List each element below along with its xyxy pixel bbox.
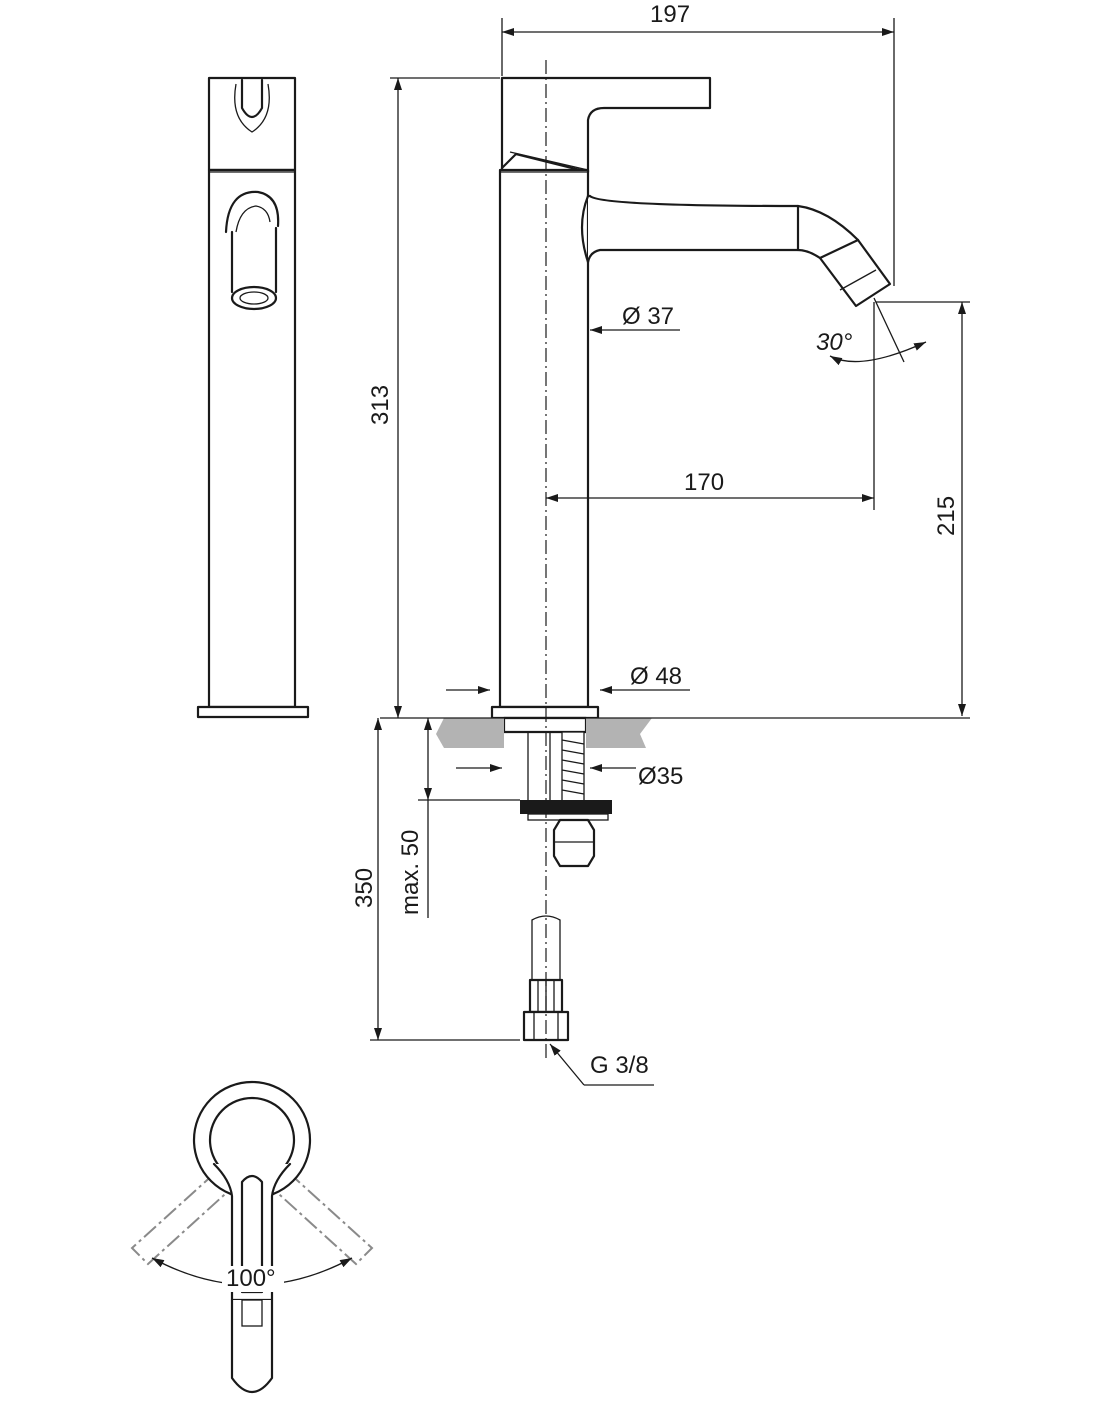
side-body: [207, 168, 297, 709]
lever-ghost-left: [130, 1171, 235, 1266]
label-deck-thickness: max. 50: [397, 830, 424, 915]
countertop-right: [586, 718, 652, 748]
front-view: [380, 60, 970, 1060]
side-lever-slot: [240, 78, 264, 119]
side-spout-inner: [235, 205, 271, 233]
label-body-diameter: Ø 37: [622, 303, 674, 330]
countertop-left: [436, 718, 504, 748]
dimension-deck-thickness: max. 50: [397, 718, 520, 918]
spout-ring-line: [818, 238, 860, 260]
label-mount-hole: Ø35: [638, 763, 683, 790]
dimension-base-diameter: Ø 48: [446, 663, 690, 694]
side-view: [196, 76, 310, 719]
spout-root-curve: [580, 194, 590, 264]
label-spout-height: 215: [933, 496, 960, 536]
hose-braided-lower: [531, 915, 561, 981]
dimension-spout-angle: 30°: [816, 297, 927, 366]
dimension-hose-length: 350: [351, 718, 520, 1041]
label-width-top: 197: [650, 1, 690, 28]
label-lever-rotation: 100°: [226, 1265, 276, 1292]
body-cylinder: [498, 168, 590, 709]
fixing-nut: [552, 818, 596, 868]
stud-thread: [561, 739, 585, 795]
side-aerator-inner: [239, 291, 269, 305]
label-base-diameter: Ø 48: [630, 663, 682, 690]
label-spout-angle: 30°: [816, 329, 853, 356]
lever-ghost-right: [269, 1171, 374, 1266]
label-hose-length: 350: [351, 868, 378, 908]
hose-braided-upper: [527, 731, 551, 803]
side-lever-slot-outline: [234, 83, 270, 133]
dimension-body-diameter: Ø 37: [590, 303, 680, 334]
dimension-spout-height: 215: [876, 301, 970, 716]
dimension-mount-hole: Ø35: [456, 763, 683, 790]
base-collar: [502, 716, 588, 734]
dimension-spout-reach: 170: [546, 302, 875, 510]
lever-wedge: [500, 152, 590, 174]
lever-head: [500, 76, 712, 174]
top-view: 100°: [130, 1080, 374, 1394]
side-spout-arc: [224, 190, 280, 234]
label-height-total: 313: [367, 385, 394, 425]
label-spout-reach: 170: [684, 469, 724, 496]
base-plate: [490, 705, 600, 720]
top-view-spout-stem: [241, 1299, 263, 1327]
spout: [586, 194, 892, 308]
fixing-plate: [520, 800, 612, 814]
dimension-height-total: 313: [367, 77, 500, 718]
side-aerator: [230, 285, 278, 311]
spout-tip-line: [839, 269, 877, 291]
side-lever-head: [207, 76, 297, 172]
dimension-width-top: 197: [501, 1, 895, 286]
dimension-connection-thread: G 3/8: [549, 1043, 654, 1086]
rotation-label-bg: [222, 1266, 284, 1292]
label-connection-thread: G 3/8: [590, 1052, 649, 1079]
side-base-plate: [196, 705, 310, 719]
